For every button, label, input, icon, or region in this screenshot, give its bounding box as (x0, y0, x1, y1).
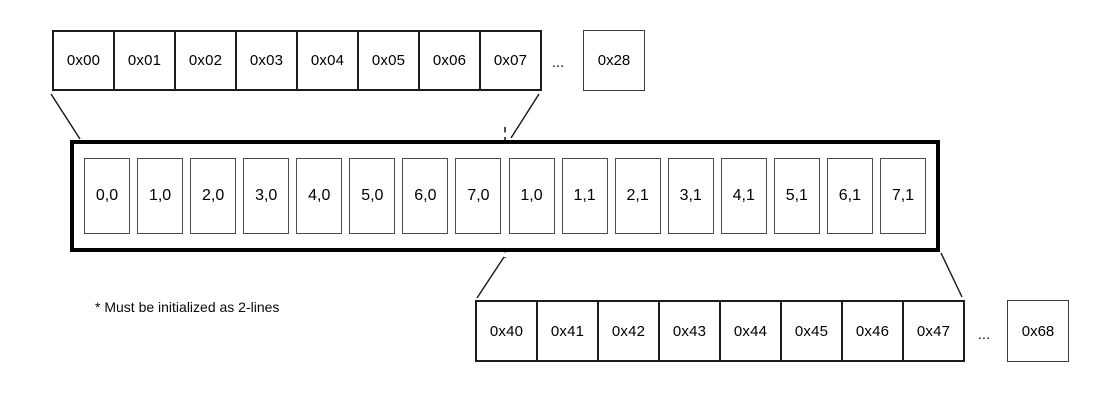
connector-top-right (510, 93, 540, 139)
line-buffer-cell: 2,0 (190, 158, 237, 234)
memory-address-cell: 0x04 (296, 30, 359, 91)
footnote-text: * Must be initialized as 2-lines (95, 299, 280, 315)
memory-address-cell-0x28: 0x28 (583, 30, 645, 91)
memory-address-cell: 0x41 (536, 300, 599, 362)
memory-address-cell-0x68: 0x68 (1007, 300, 1069, 362)
memory-address-cell: 0x40 (475, 300, 538, 362)
line-buffer-cell: 7,0 (455, 158, 502, 234)
memory-address-cell: 0x44 (719, 300, 782, 362)
ellipsis-bottom: ... (977, 326, 991, 343)
line-buffer-cell: 6,0 (402, 158, 449, 234)
line-buffer-cell: 1,0 (508, 158, 555, 234)
line-buffer-cell: 5,0 (349, 158, 396, 234)
line-buffer-cell: 4,1 (720, 158, 767, 234)
memory-address-cell: 0x01 (113, 30, 176, 91)
line-buffer-cell: 2,1 (614, 158, 661, 234)
memory-address-cell: 0x42 (597, 300, 660, 362)
connector-bottom-left (476, 256, 505, 299)
line-buffer-cell: 6,1 (826, 158, 873, 234)
ellipsis-top: ... (551, 54, 565, 71)
memory-address-cell: 0x00 (52, 30, 115, 91)
line-buffer-cell: 1,1 (561, 158, 608, 234)
memory-address-cell: 0x43 (658, 300, 721, 362)
memory-address-cell: 0x47 (902, 300, 965, 362)
connector-top-left (50, 93, 81, 140)
memory-address-cell: 0x46 (841, 300, 904, 362)
line-buffer-cell: 5,1 (773, 158, 820, 234)
line-buffer-cell: 4,0 (296, 158, 343, 234)
connector-bottom-right (940, 252, 963, 298)
memory-address-cell: 0x02 (174, 30, 237, 91)
line-buffer-cell: 7,1 (879, 158, 926, 234)
memory-address-cell: 0x06 (418, 30, 481, 91)
memory-address-cell: 0x05 (357, 30, 420, 91)
line-buffer-cell: 3,1 (667, 158, 714, 234)
memory-address-cell: 0x07 (479, 30, 542, 91)
memory-address-cell: 0x03 (235, 30, 298, 91)
line-buffer-cell: 1,0 (137, 158, 184, 234)
line-buffer-cell: 0,0 (84, 158, 130, 234)
line-buffer-cell: 3,0 (243, 158, 290, 234)
memory-address-cell: 0x45 (780, 300, 843, 362)
